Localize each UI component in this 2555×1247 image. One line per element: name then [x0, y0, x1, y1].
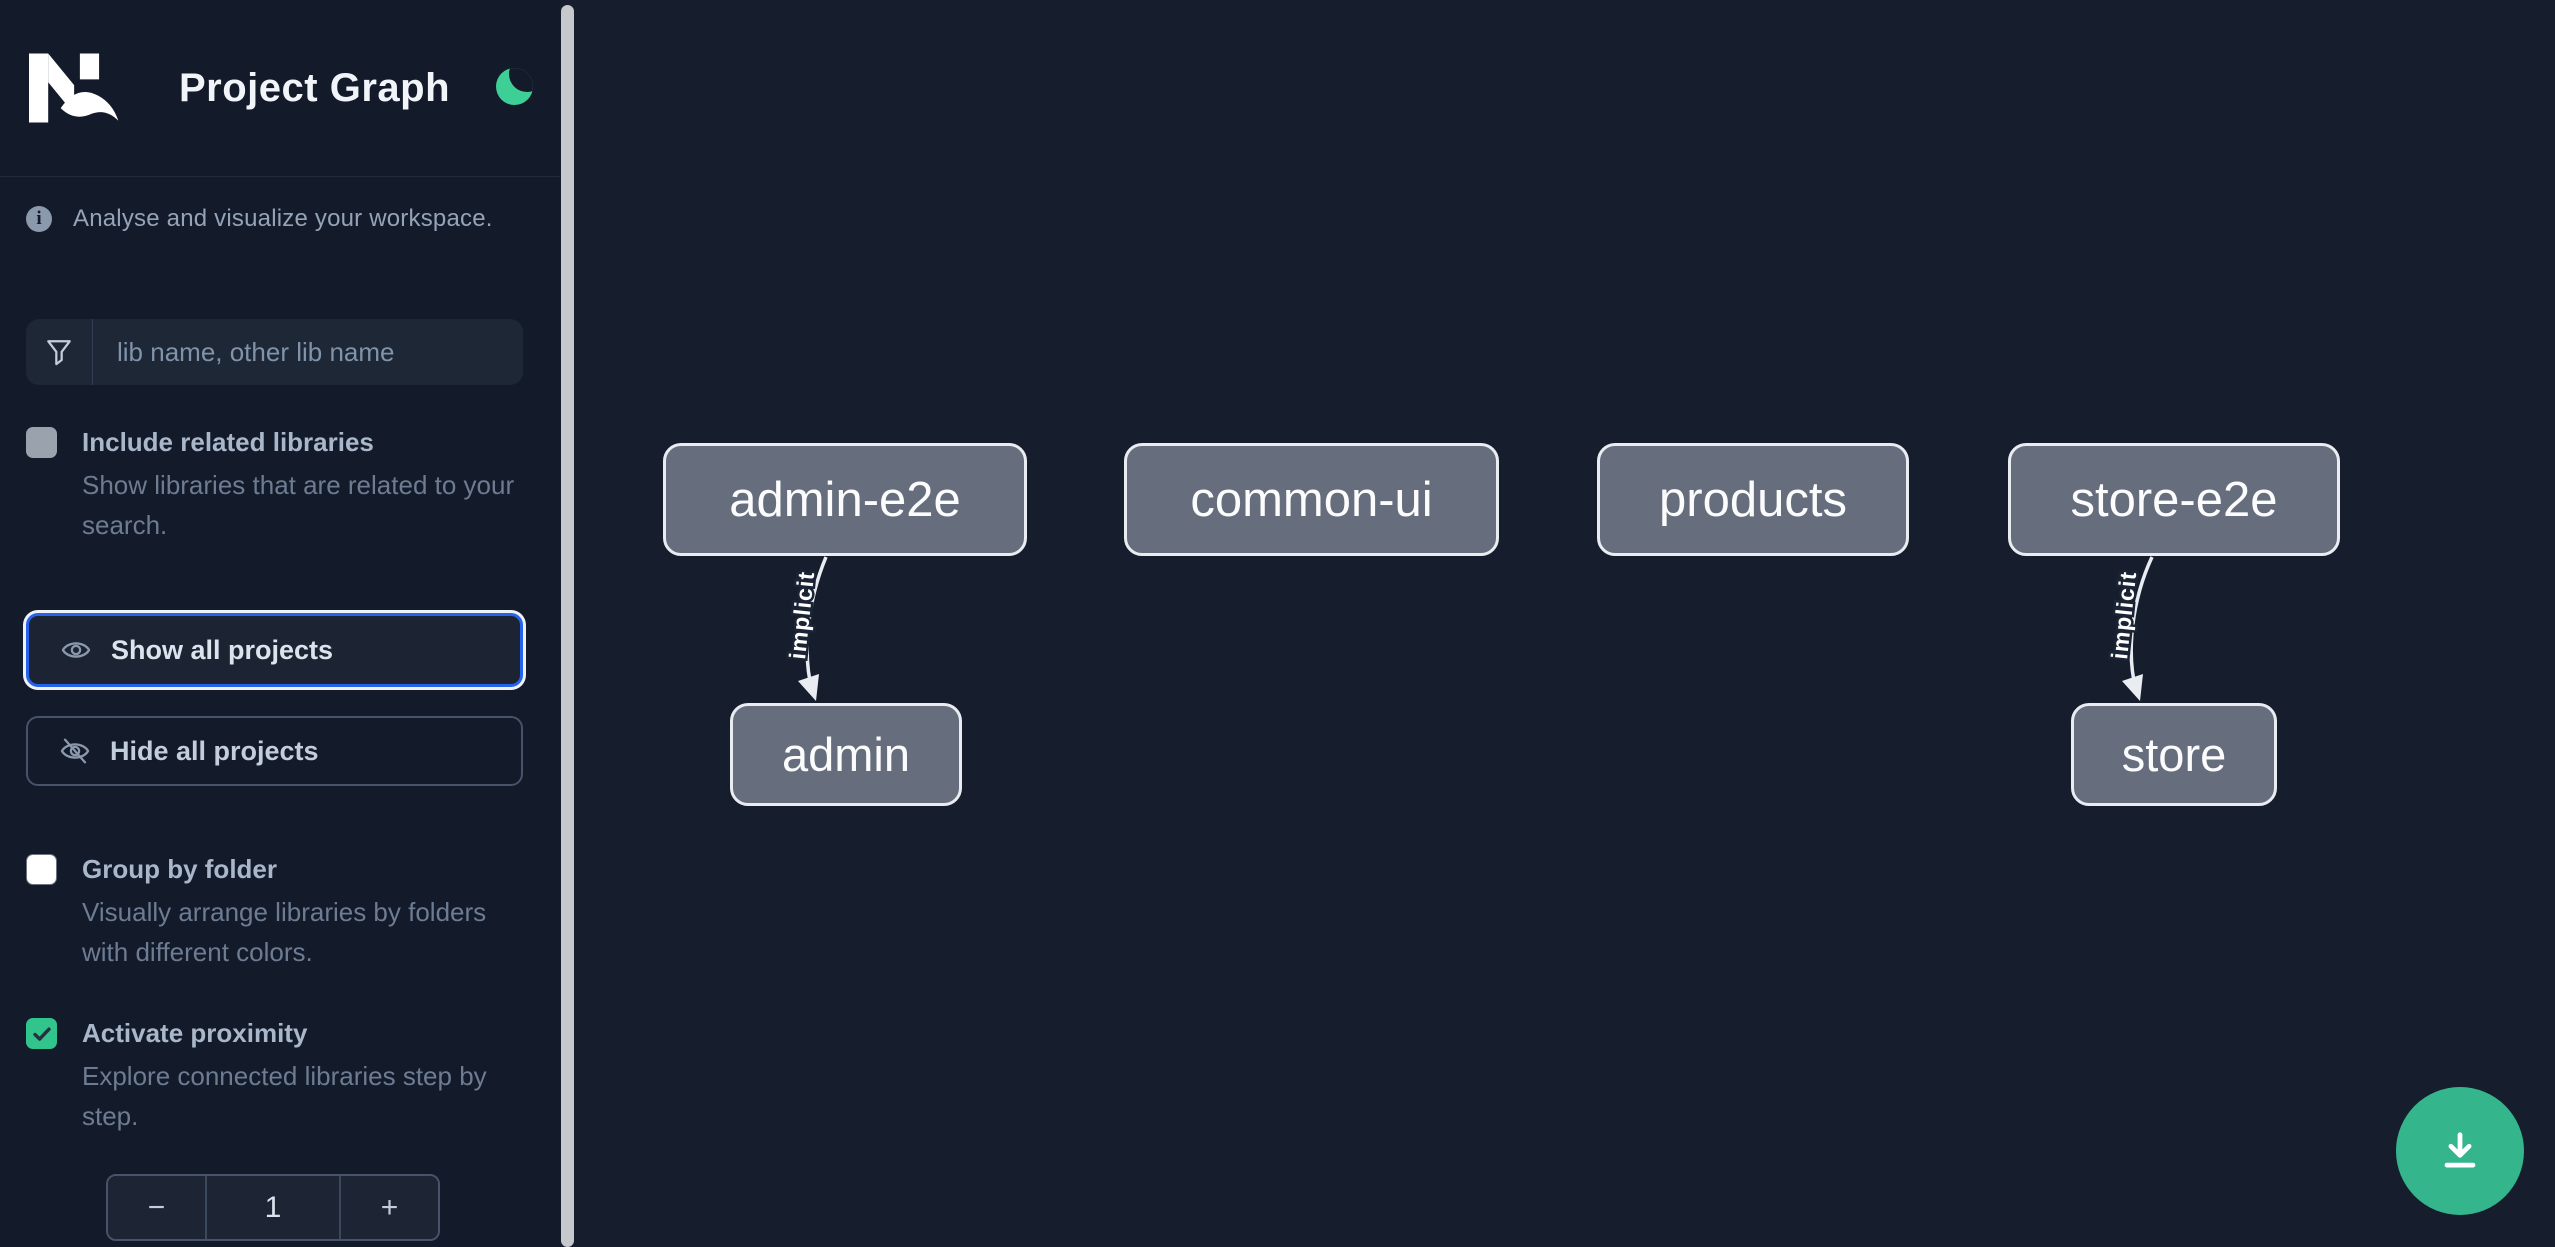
eye-slash-icon: [60, 738, 90, 764]
sidebar-scrollbar[interactable]: [559, 0, 576, 1247]
proximity-stepper: − 1 +: [106, 1174, 440, 1241]
graph-node-admin-e2e[interactable]: admin-e2e: [663, 443, 1027, 556]
page-title: Project Graph: [179, 65, 451, 110]
workspace-info: i Analyse and visualize your workspace.: [26, 205, 523, 233]
activate-proximity-checkbox[interactable]: [26, 1018, 57, 1049]
graph-node-admin[interactable]: admin: [730, 703, 962, 806]
graph-edges-layer: implicit implicit: [782, 556, 2154, 701]
scrollbar-thumb[interactable]: [561, 5, 574, 1247]
download-graph-button[interactable]: [2396, 1087, 2524, 1215]
graph-node-store-e2e[interactable]: store-e2e: [2008, 443, 2340, 556]
sidebar: Project Graph i Analyse and visualize yo…: [0, 0, 560, 1247]
funnel-icon: [26, 319, 93, 385]
proximity-value[interactable]: 1: [205, 1176, 341, 1239]
info-text: Analyse and visualize your workspace.: [73, 205, 493, 232]
edge-store-e2e-store: implicit: [2104, 556, 2154, 701]
activate-proximity-label[interactable]: Activate proximity: [82, 1018, 308, 1048]
group-by-folder-row: Group by folder Visually arrange librari…: [26, 852, 523, 972]
graph-node-products[interactable]: products: [1597, 443, 1909, 556]
edge-admin-e2e-admin: implicit: [782, 556, 828, 701]
group-by-folder-label[interactable]: Group by folder: [82, 854, 277, 884]
show-all-projects-label: Show all projects: [111, 634, 334, 665]
show-all-projects-button[interactable]: Show all projects: [26, 613, 523, 687]
group-by-folder-description: Visually arrange libraries by folders wi…: [82, 897, 487, 967]
group-by-folder-checkbox[interactable]: [26, 854, 57, 885]
graph-node-common-ui[interactable]: common-ui: [1124, 443, 1499, 556]
include-related-checkbox[interactable]: [26, 427, 57, 458]
download-icon: [2444, 1132, 2476, 1168]
hide-all-projects-button[interactable]: Hide all projects: [26, 716, 523, 786]
moon-icon: [496, 68, 534, 105]
activate-proximity-row: Activate proximity Explore connected lib…: [26, 1016, 523, 1136]
filter-input-group: [26, 319, 523, 385]
proximity-increment-button[interactable]: +: [341, 1176, 438, 1239]
info-icon: i: [26, 206, 52, 232]
edge-label-implicit: implicit: [2106, 570, 2141, 661]
edge-label-implicit: implicit: [784, 570, 819, 661]
search-input[interactable]: [93, 319, 523, 385]
graph-node-store[interactable]: store: [2071, 703, 2277, 806]
graph-canvas[interactable]: implicit implicit admin-e2e common-ui pr…: [576, 0, 2555, 1247]
nx-logo-icon: [29, 53, 119, 123]
activate-proximity-description: Explore connected libraries step by step…: [82, 1061, 487, 1131]
checkmark-icon: [32, 1027, 51, 1041]
sidebar-content: i Analyse and visualize your workspace. …: [0, 177, 560, 1241]
include-related-row: Include related libraries Show libraries…: [26, 425, 523, 545]
theme-toggle-button[interactable]: [492, 64, 540, 112]
sidebar-header: Project Graph: [0, 0, 560, 177]
eye-icon: [61, 642, 91, 658]
include-related-label[interactable]: Include related libraries: [82, 427, 374, 457]
include-related-description: Show libraries that are related to your …: [82, 470, 515, 540]
hide-all-projects-label: Hide all projects: [110, 735, 319, 766]
proximity-decrement-button[interactable]: −: [108, 1176, 205, 1239]
